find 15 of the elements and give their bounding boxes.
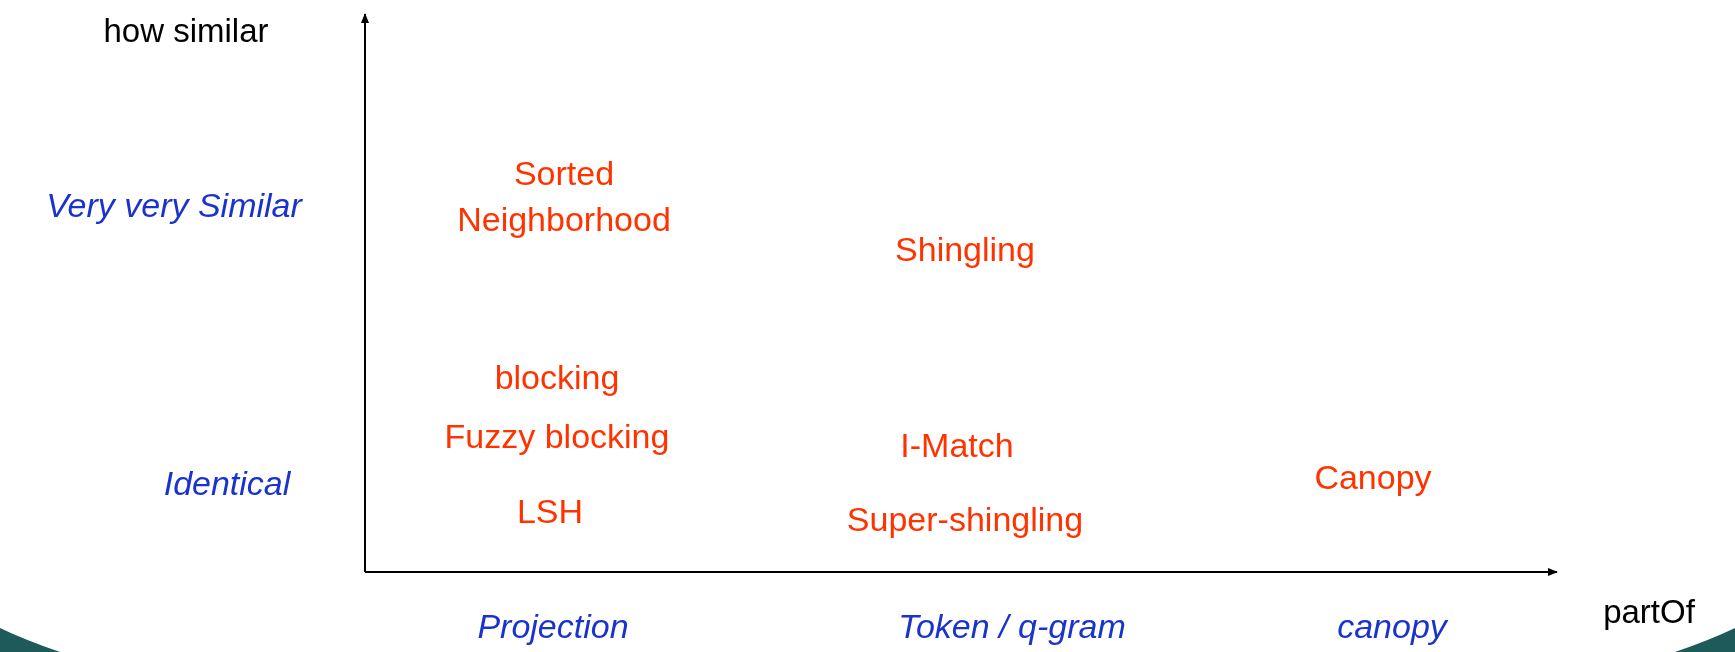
category-label: Very very Similar — [46, 185, 302, 227]
method-label: LSH — [516, 491, 584, 533]
category-label: Identical — [163, 463, 291, 505]
category-label: Token / q-gram — [898, 606, 1126, 648]
method-label: Fuzzy blocking — [444, 416, 670, 458]
method-label: I-Match — [900, 425, 1014, 467]
method-label: Sorted Neighborhood — [456, 153, 672, 240]
method-label: blocking — [494, 357, 620, 399]
method-label: Super-shingling — [846, 499, 1084, 541]
method-label: Canopy — [1314, 457, 1432, 499]
category-label: canopy — [1337, 606, 1447, 648]
axis-title: partOf — [1603, 591, 1695, 632]
method-label: Shingling — [895, 229, 1035, 271]
category-label: Projection — [477, 606, 629, 648]
axis-title: how similar — [103, 10, 269, 51]
